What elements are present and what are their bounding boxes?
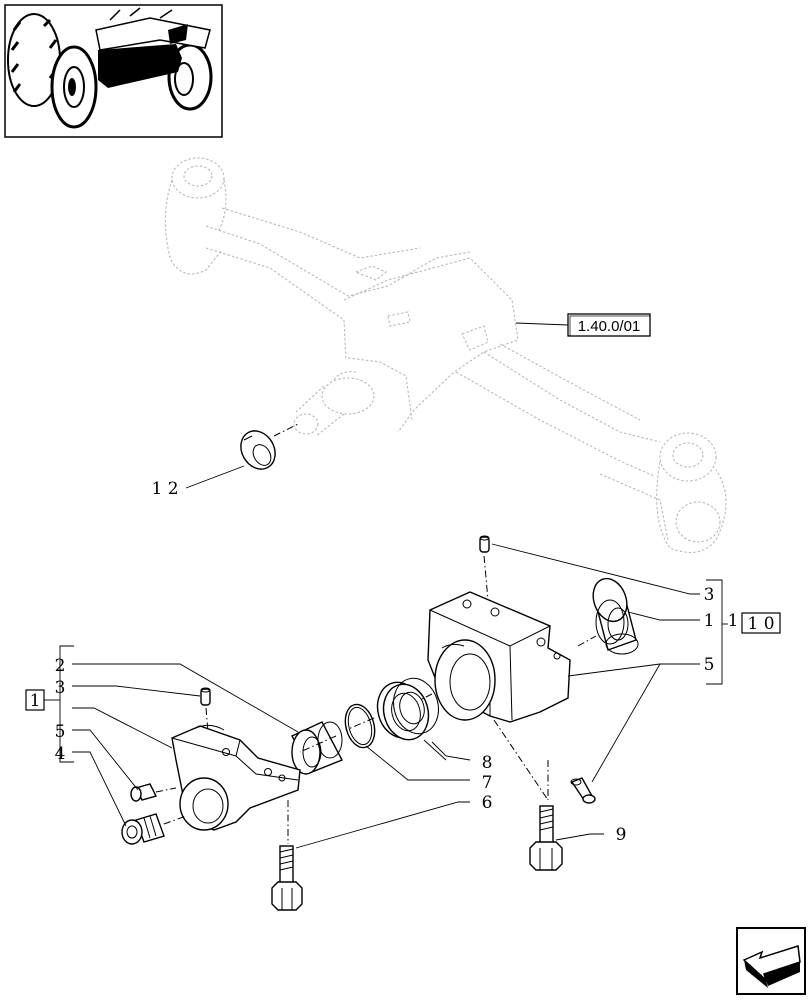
callout-10-box: 1 0 [741, 612, 781, 634]
axle-support-housing [427, 591, 571, 723]
part-5-grease-nipple-left [130, 783, 158, 802]
pivot-bracket [171, 724, 301, 831]
axis-main-mid [345, 717, 375, 731]
axis-nipple-left [155, 787, 177, 793]
axis-main-left [299, 735, 337, 753]
callout-1-box: 1 [25, 689, 45, 711]
axis-plug-left [163, 815, 187, 825]
callout-7: 7 [482, 773, 493, 793]
callout-8: 8 [482, 753, 493, 773]
callout-5-right: 5 [704, 655, 715, 675]
part-2-bushing [291, 721, 343, 775]
reference-box[interactable]: 1.40.0/01 [567, 313, 651, 337]
axis-bolt-9 [493, 719, 549, 801]
callout-12: 1 2 [151, 479, 178, 499]
next-page-arrow-icon[interactable] [736, 927, 806, 995]
callout-2-left: 2 [55, 656, 66, 676]
tractor-thumbnail-icon [4, 4, 223, 138]
reference-box-label: 1.40.0/01 [578, 318, 641, 335]
axis-12 [273, 423, 299, 437]
callout-10-prefix: 1 [728, 611, 739, 631]
leaders-right [295, 543, 728, 849]
part-5-grease-nipple-right [570, 777, 596, 804]
callout-3-right: 3 [704, 585, 715, 605]
callout-3-left: 3 [55, 678, 66, 698]
callout-6: 6 [482, 793, 493, 813]
part-1-bushing-right [592, 577, 639, 655]
callout-5-left: 5 [55, 722, 66, 742]
callout-4-left: 4 [55, 744, 66, 764]
axis-main-far [577, 635, 597, 647]
callout-1-right: 1 [704, 611, 715, 631]
part-9-bolt [529, 805, 563, 871]
part-6-bolt [271, 845, 303, 911]
axis-pin-right [483, 555, 489, 601]
reference-leader [515, 322, 569, 326]
part-7-o-ring [344, 703, 376, 749]
part-3-dowel-pin-right [479, 535, 490, 553]
callout-9: 9 [616, 825, 627, 845]
part-12-thrust-washer [240, 430, 276, 470]
axle-housing-ghost [164, 157, 727, 554]
leader-12 [185, 465, 245, 489]
part-3-dowel-pin-left [200, 687, 211, 706]
part-4-plug [121, 813, 165, 845]
leaders-left [44, 645, 299, 827]
part-8-seals [376, 677, 439, 741]
axis-main-right [419, 693, 433, 701]
callout-10-label: 1 0 [747, 614, 774, 634]
callout-1-box-label: 1 [30, 691, 41, 711]
